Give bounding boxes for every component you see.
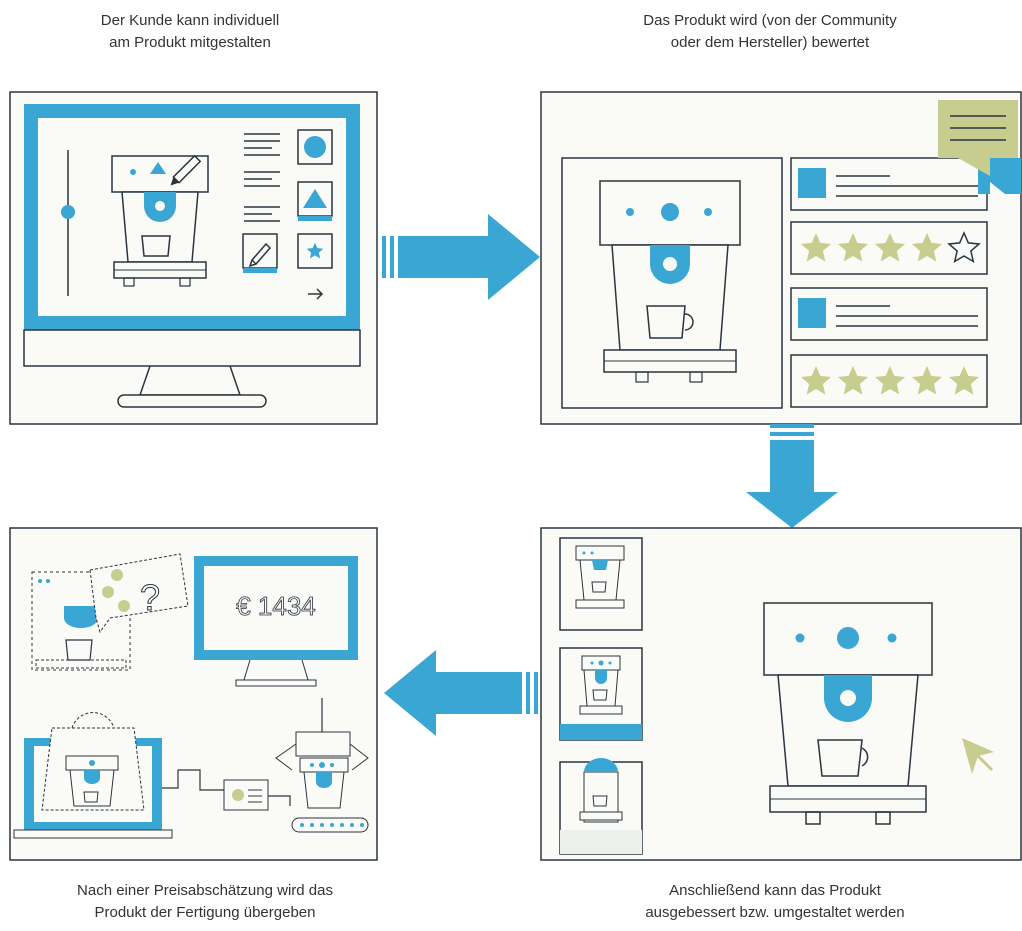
review-card	[790, 157, 988, 211]
caption-step1: Der Kunde kann individuell am Produkt mi…	[40, 10, 340, 54]
caption-step4: Nach einer Preisabschätzung wird das Pro…	[20, 880, 390, 924]
cursor-icon	[962, 738, 994, 774]
review-card	[790, 287, 988, 341]
coffee-machine-icon	[599, 180, 741, 383]
panel-production: ? € 1434	[9, 527, 378, 861]
question-mark-icon: ?	[140, 577, 160, 618]
next-arrow-icon[interactable]	[308, 288, 324, 300]
option-text-lines	[244, 133, 280, 222]
shape-option-circle[interactable]	[297, 129, 333, 165]
slider-handle	[61, 205, 75, 219]
variant-thumbnail-selected[interactable]	[559, 647, 643, 741]
comment-bubble-icon	[938, 100, 1021, 194]
shape-option-pencil[interactable]	[242, 233, 278, 273]
variant-thumbnail[interactable]	[559, 537, 643, 631]
panel-revise	[540, 527, 1022, 861]
caption-step2: Das Produkt wird (von der Community oder…	[580, 10, 960, 54]
variant-thumbnail[interactable]	[559, 758, 643, 855]
pencil-icon	[170, 154, 202, 186]
caption-step1-text: Der Kunde kann individuell am Produkt mi…	[100, 12, 280, 51]
coffee-machine-edit-icon	[111, 155, 209, 287]
caption-step3-text: Anschließend kann das Produkt ausgebesse…	[645, 882, 905, 921]
coffee-machine-preview	[763, 602, 933, 825]
shape-option-triangle[interactable]	[297, 181, 333, 221]
arrow-left	[384, 650, 538, 736]
price-estimate-screen: ?	[31, 553, 189, 671]
connector-cable	[162, 769, 291, 806]
rating-stars-row	[790, 354, 988, 408]
panel-rating	[540, 91, 1022, 425]
price-value: € 1434	[236, 591, 316, 621]
panel-customize	[9, 91, 378, 425]
price-monitor: € 1434	[194, 556, 358, 687]
rating-stars-row	[790, 221, 988, 275]
order-card	[223, 779, 269, 811]
caption-step3: Anschließend kann das Produkt ausgebesse…	[585, 880, 965, 924]
production-robot-icon	[275, 698, 369, 833]
laptop-shop	[13, 712, 173, 839]
shape-option-star[interactable]	[297, 233, 333, 269]
arrow-down	[746, 424, 838, 528]
caption-step2-text: Das Produkt wird (von der Community oder…	[643, 12, 897, 51]
arrow-right	[382, 214, 540, 300]
caption-step4-text: Nach einer Preisabschätzung wird das Pro…	[77, 882, 333, 921]
